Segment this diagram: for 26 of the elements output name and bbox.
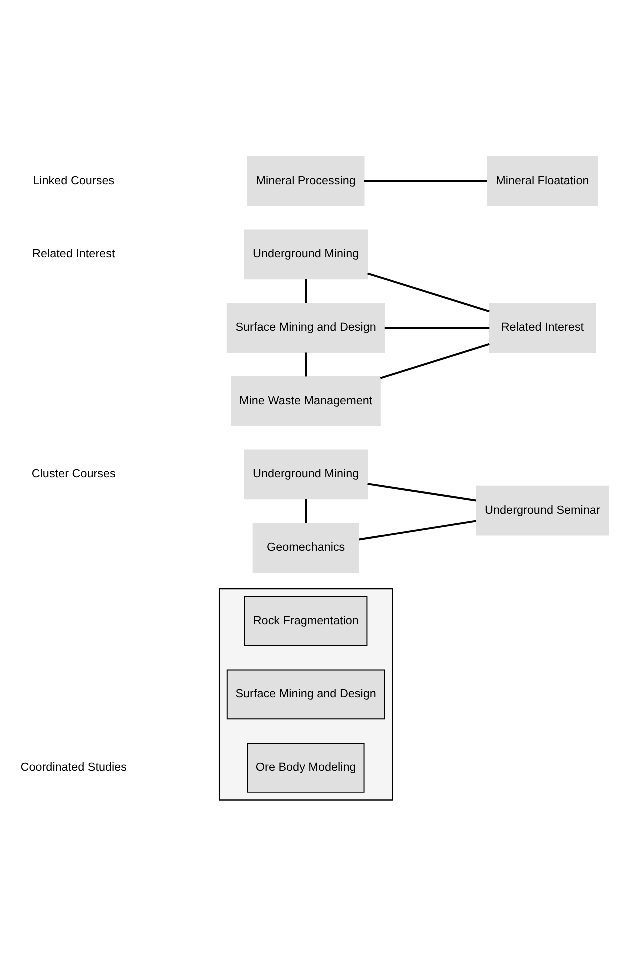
node-box: Mineral Floatation — [486, 156, 598, 206]
node-box: Geomechanics — [252, 523, 360, 573]
connector — [359, 520, 477, 541]
node-box: Rock Fragmentation — [244, 596, 368, 646]
cluster — [218, 588, 394, 801]
node-box: Mineral Processing — [247, 156, 365, 206]
node-box: Surface Mining and Design — [226, 303, 386, 353]
connector — [364, 180, 488, 182]
node-box: Mine Waste Management — [231, 376, 381, 426]
connector — [305, 499, 308, 524]
connector — [384, 327, 490, 329]
connector — [368, 483, 476, 502]
label: Related Interest — [32, 248, 116, 261]
connector — [305, 352, 308, 377]
label: Coordinated Studies — [20, 761, 127, 774]
node-box: Underground Mining — [244, 230, 368, 280]
label: Linked Courses — [33, 174, 115, 188]
node-box: Surface Mining and Design — [226, 670, 386, 720]
connector — [380, 343, 490, 380]
connector — [305, 279, 308, 304]
node-box: Related Interest — [489, 303, 596, 353]
node-box: Underground Seminar — [476, 486, 610, 536]
label: Cluster Courses — [32, 468, 116, 481]
connector — [368, 272, 490, 313]
node-box: Underground Mining — [244, 450, 368, 500]
node-box: Ore Body Modeling — [247, 743, 365, 793]
